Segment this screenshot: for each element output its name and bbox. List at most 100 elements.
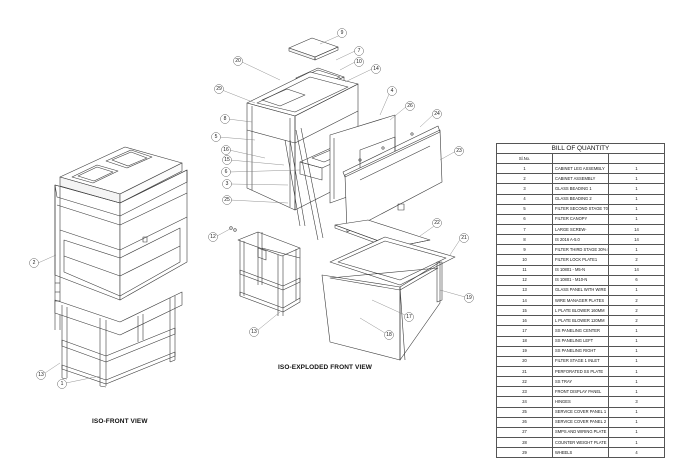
- bom-row-description: GLASS BEADING 1: [552, 183, 609, 195]
- bom-row-description: PERFORATED SS PLATE: [552, 365, 609, 378]
- bom-row-quantity: 14: [608, 234, 665, 246]
- bom-row-description: SS PANELING LEFT: [552, 335, 609, 347]
- bom-row-description: FILTER SECOND STAGE 70%: [552, 203, 609, 215]
- bom-row-description: GLASS PANEL WITH WIRE: [552, 284, 609, 296]
- svg-text:16: 16: [223, 147, 229, 153]
- bom-row-quantity: 1: [608, 183, 665, 195]
- balloon-21: 21: [459, 233, 469, 243]
- bom-row-quantity: 3: [608, 396, 665, 408]
- balloon-25: 25: [222, 195, 232, 205]
- bom-row-quantity: 1: [608, 173, 665, 185]
- bom-row-number: 17: [496, 325, 553, 337]
- bom-row-number: 21: [496, 365, 553, 378]
- svg-text:23: 23: [456, 148, 462, 154]
- bom-header-row: Sl.No.: [496, 152, 665, 165]
- balloon-9: 9: [337, 28, 347, 38]
- balloon-8: 8: [220, 114, 230, 124]
- bom-row-quantity: 1: [608, 406, 665, 418]
- bom-row-quantity: 1: [608, 386, 665, 398]
- bom-row-number: 7: [496, 223, 553, 236]
- balloon-front-2: 2: [29, 258, 39, 268]
- bom-row-quantity: 1: [608, 376, 665, 388]
- balloon-17: 17: [404, 312, 414, 322]
- bom-row-quantity: 1: [608, 325, 665, 337]
- balloon-22: 22: [432, 218, 442, 228]
- bom-row-quantity: 1: [608, 193, 665, 205]
- bom-row-description: SERVICE COVER PANEL 1: [552, 406, 609, 418]
- iso-exploded-view-label: ISO-EXPLODED FRONT VIEW: [278, 364, 373, 371]
- bom-row-description: IS 2016 A-5.0: [552, 234, 609, 246]
- bom-row-description: WIRE MANAGER PLATES: [552, 294, 609, 307]
- balloon-front-1: 1: [57, 379, 67, 389]
- balloon-18: 18: [384, 330, 394, 340]
- bom-row-quantity: 2: [608, 294, 665, 307]
- balloons-front: 2 13 1: [29, 258, 67, 389]
- bom-row-quantity: 14: [608, 264, 665, 276]
- bom-row-quantity: 1: [608, 335, 665, 347]
- bom-row-number: 12: [496, 274, 553, 286]
- bom-row-number: 24: [496, 396, 553, 408]
- bom-row-number: 13: [496, 284, 553, 296]
- svg-text:19: 19: [466, 295, 472, 301]
- bom-row-number: 8: [496, 234, 553, 246]
- bom-row-description: CABINET LEG ASSEMBLY: [552, 163, 609, 175]
- balloon-10: 10: [354, 57, 364, 67]
- bom-row-quantity: 1: [608, 213, 665, 225]
- balloon-19: 19: [464, 293, 474, 303]
- bom-row-number: 11: [496, 264, 553, 276]
- bom-row-quantity: 1: [608, 345, 665, 357]
- bom-header-desc: [552, 152, 609, 165]
- svg-text:17: 17: [406, 314, 412, 320]
- balloon-24: 24: [432, 109, 442, 119]
- bom-row-description: FILTER THIRD STAGE 30% EXIT: [552, 244, 609, 256]
- bom-row-description: SS TRAY: [552, 376, 609, 388]
- balloon-5: 5: [211, 132, 221, 142]
- bom-row-description: IS 10801 - M10-N: [552, 274, 609, 286]
- bom-row-quantity: 1: [608, 436, 665, 449]
- svg-text:5: 5: [215, 134, 218, 140]
- bom-row-number: 27: [496, 426, 553, 438]
- bom-row-quantity: 2: [608, 315, 665, 327]
- balloon-26: 26: [405, 101, 415, 111]
- bom-row-description: FILTER STAGE 1 INLET: [552, 355, 609, 367]
- svg-text:8: 8: [224, 116, 227, 122]
- bom-row-number: 15: [496, 305, 553, 317]
- bom-row-quantity: 1: [608, 163, 665, 175]
- balloon-12: 12: [208, 232, 218, 242]
- svg-text:21: 21: [461, 235, 467, 241]
- bom-row-number: 26: [496, 416, 553, 428]
- bom-title-row: BILL OF QUANTITY: [496, 143, 665, 154]
- bom-row-number: 22: [496, 376, 553, 388]
- svg-text:9: 9: [341, 30, 344, 36]
- bom-row-quantity: 2: [608, 254, 665, 266]
- balloon-14: 14: [371, 64, 381, 74]
- svg-text:2: 2: [33, 260, 36, 266]
- balloon-4: 4: [387, 86, 397, 96]
- bom-row-description: L PLATE BLOWER 120MM: [552, 315, 609, 327]
- bom-row-description: SERVICE COVER PANEL 2: [552, 416, 609, 428]
- balloon-15: 15: [222, 155, 232, 165]
- bom-row-number: 9: [496, 244, 553, 256]
- bom-row-description: IS 10801 - M5-N: [552, 264, 609, 276]
- svg-text:29: 29: [216, 86, 222, 92]
- svg-text:14: 14: [373, 66, 379, 72]
- bom-row-number: 5: [496, 203, 553, 215]
- balloon-29: 29: [214, 84, 224, 94]
